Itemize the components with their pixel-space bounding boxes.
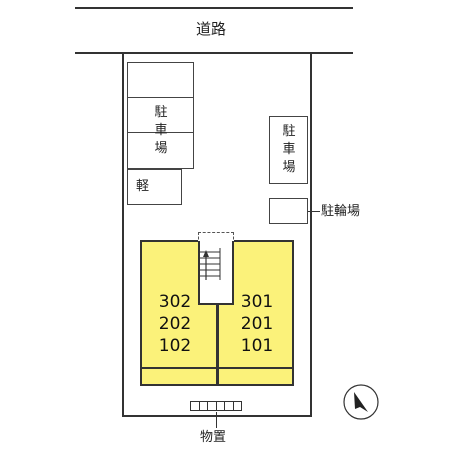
unit-301: 301	[240, 292, 274, 312]
kei-slot	[127, 169, 182, 205]
unit-102: 102	[158, 336, 192, 356]
bicycle-area	[269, 198, 308, 224]
road-label: 道路	[196, 20, 227, 38]
parking-slot-1	[127, 62, 194, 98]
parking-right-slot	[269, 116, 308, 184]
balcony-line	[140, 367, 294, 369]
kei-label: 軽	[136, 179, 150, 194]
storage-label: 物置	[200, 430, 227, 445]
bicycle-label: 駐輪場	[321, 204, 361, 219]
parking-right-label: 駐車場	[282, 124, 296, 175]
unit-201: 201	[240, 314, 274, 334]
units-left-list: 302 202 102	[150, 291, 200, 357]
parking-main-label: 駐車場	[154, 105, 168, 156]
unit-101: 101	[240, 336, 274, 356]
storage-units	[190, 401, 242, 411]
road-bottom-line	[75, 52, 353, 54]
site-boundary	[122, 53, 312, 417]
unit-302: 302	[158, 292, 192, 312]
bicycle-leader-line	[308, 211, 320, 212]
parking-slot-3	[127, 132, 194, 169]
road-top-line	[75, 7, 353, 9]
unit-202: 202	[158, 314, 192, 334]
units-right-list: 301 201 101	[232, 291, 282, 357]
storage-leader-line	[216, 412, 217, 428]
stairs-icon	[200, 248, 221, 280]
north-arrow-icon	[343, 384, 379, 420]
